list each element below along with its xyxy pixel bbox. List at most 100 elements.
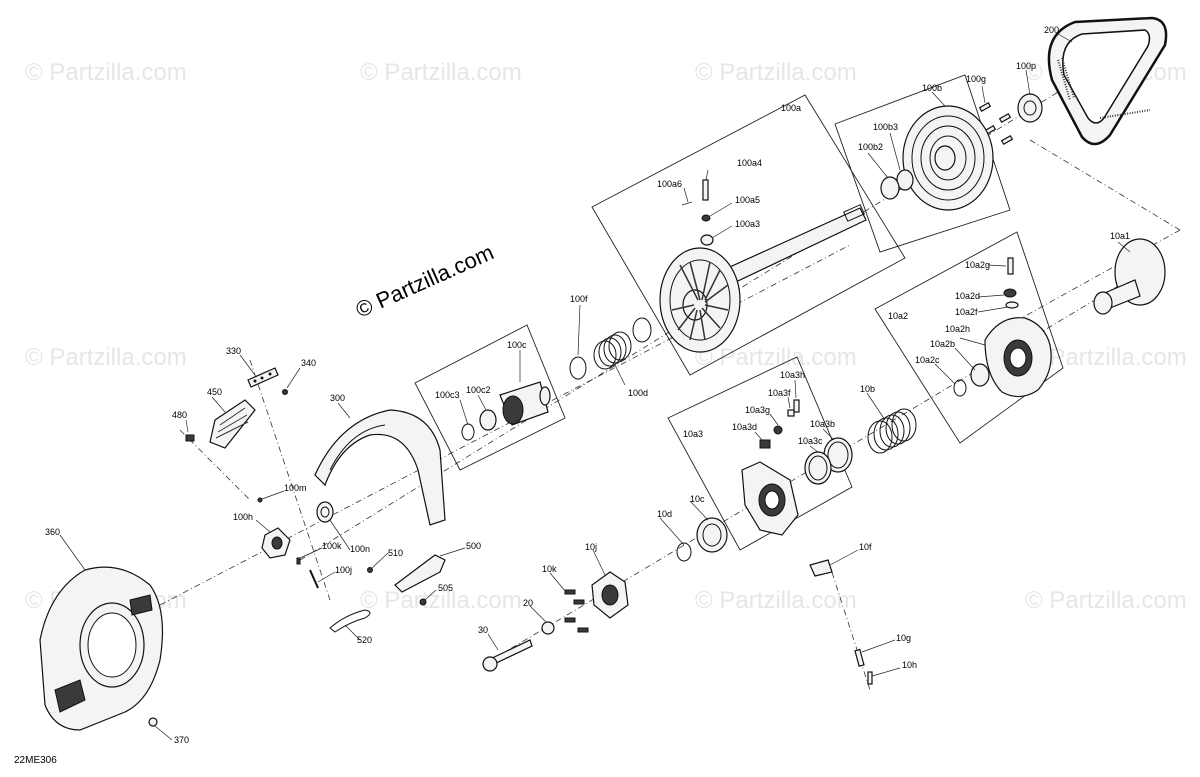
- washer-100n: [316, 501, 334, 523]
- group-box-100a: [591, 94, 906, 376]
- callout-480: 480: [172, 410, 187, 420]
- axis-line: [827, 559, 871, 691]
- strip-330: [247, 367, 279, 388]
- callout-labels: 200 100p 100g 100b 100a 100b3 100b2 100a…: [45, 25, 1130, 745]
- callout-100n: 100n: [350, 544, 370, 554]
- callout-10j: 10j: [585, 542, 597, 552]
- callout-100m: 100m: [284, 483, 307, 493]
- callout-10a3h: 10a3h: [780, 370, 805, 380]
- bolt-30: [482, 639, 533, 672]
- housing-360: [39, 566, 164, 731]
- group-box-10a2: [874, 231, 1064, 444]
- leader-lines: [59, 33, 1131, 741]
- callout-10h: 10h: [902, 660, 917, 670]
- callout-520: 520: [357, 635, 372, 645]
- callout-370: 370: [174, 735, 189, 745]
- ring-10d: [676, 542, 692, 562]
- screw-480: [185, 434, 195, 442]
- callout-100b: 100b: [922, 83, 942, 93]
- clip-520: [329, 609, 371, 633]
- guard-300: [314, 409, 446, 526]
- screw-340: [282, 389, 288, 395]
- group-box-100b: [834, 74, 1011, 253]
- group-boxes: [414, 74, 1064, 551]
- part-100k: [296, 557, 301, 565]
- callout-10a2g: 10a2g: [965, 260, 990, 270]
- callout-100c: 100c: [507, 340, 527, 350]
- drive-belt: [1047, 16, 1168, 146]
- callout-100p: 100p: [1016, 61, 1036, 71]
- callout-10b: 10b: [860, 384, 875, 394]
- nut-100a5: [701, 214, 711, 222]
- callout-100c2: 100c2: [466, 385, 491, 395]
- screw-100a4: [702, 179, 709, 201]
- callout-100g: 100g: [966, 74, 986, 84]
- washer-10a2f: [1005, 301, 1019, 309]
- fixed-sheave-100a: [659, 247, 741, 353]
- callout-505: 505: [438, 583, 453, 593]
- bearing-10c: [696, 517, 728, 553]
- ring-100f-a: [632, 317, 652, 343]
- spring-100d: [593, 331, 632, 370]
- nut-370: [148, 717, 158, 727]
- watermark: © Partzilla.com: [25, 59, 187, 86]
- callout-10a3b: 10a3b: [810, 419, 835, 429]
- callout-340: 340: [301, 358, 316, 368]
- watermark: © Partzilla.com: [1025, 587, 1187, 614]
- spider-10a3: [741, 461, 799, 536]
- watermark: © Partzilla.com: [360, 587, 522, 614]
- callout-100d: 100d: [628, 388, 648, 398]
- ring-100c3: [461, 423, 475, 441]
- callout-20: 20: [523, 598, 533, 608]
- watermark: © Partzilla.com: [25, 344, 187, 371]
- hub-10j: [591, 571, 629, 619]
- bushing-100c2: [479, 409, 497, 431]
- callout-100a5: 100a5: [735, 195, 760, 205]
- callout-330: 330: [226, 346, 241, 356]
- callout-10a3c: 10a3c: [798, 436, 823, 446]
- callout-100a6: 100a6: [657, 179, 682, 189]
- callout-100c3: 100c3: [435, 390, 460, 400]
- spring-10b: [867, 408, 917, 454]
- callout-100a3: 100a3: [735, 219, 760, 229]
- washer-20: [541, 621, 555, 635]
- callout-100h: 100h: [233, 512, 253, 522]
- nut-10a2d: [1003, 288, 1017, 298]
- sliding-sheave-10a1: [1093, 238, 1166, 315]
- callout-360: 360: [45, 527, 60, 537]
- callout-10a3g: 10a3g: [745, 405, 770, 415]
- callout-100b3: 100b3: [873, 122, 898, 132]
- pin-10g: [854, 648, 865, 667]
- callout-200: 200: [1044, 25, 1059, 35]
- callout-100a: 100a: [781, 103, 801, 113]
- diagram-code: 22ME306: [14, 755, 57, 766]
- callout-30: 30: [478, 625, 488, 635]
- hub-100c: [499, 381, 551, 426]
- group-box-100c: [414, 324, 566, 471]
- callout-10a2b: 10a2b: [930, 339, 955, 349]
- slider-10a3d: [759, 439, 771, 449]
- callout-10g: 10g: [896, 633, 911, 643]
- screw-510: [367, 567, 373, 573]
- part-10a3f: [787, 409, 795, 417]
- callout-510: 510: [388, 548, 403, 558]
- callout-10a2f: 10a2f: [955, 307, 978, 317]
- clip-10f: [809, 559, 833, 577]
- callout-10a2h: 10a2h: [945, 324, 970, 334]
- callout-100k: 100k: [322, 541, 342, 551]
- callout-100f: 100f: [570, 294, 588, 304]
- center-watermark: © Partzilla.com: [352, 239, 498, 322]
- axis-line: [999, 229, 1181, 331]
- pin-100a6: [681, 201, 693, 206]
- watermark: © Partzilla.com: [695, 587, 857, 614]
- nut-505: [419, 598, 427, 606]
- callout-500: 500: [466, 541, 481, 551]
- ring-100b3: [896, 169, 914, 191]
- nut-10a3g: [773, 425, 783, 435]
- ring-10a2c: [953, 379, 967, 397]
- bolt-10a3h: [793, 399, 800, 413]
- ring-100b2: [880, 176, 900, 200]
- callout-10d: 10d: [657, 509, 672, 519]
- watermark: © Partzilla.com: [1025, 344, 1187, 371]
